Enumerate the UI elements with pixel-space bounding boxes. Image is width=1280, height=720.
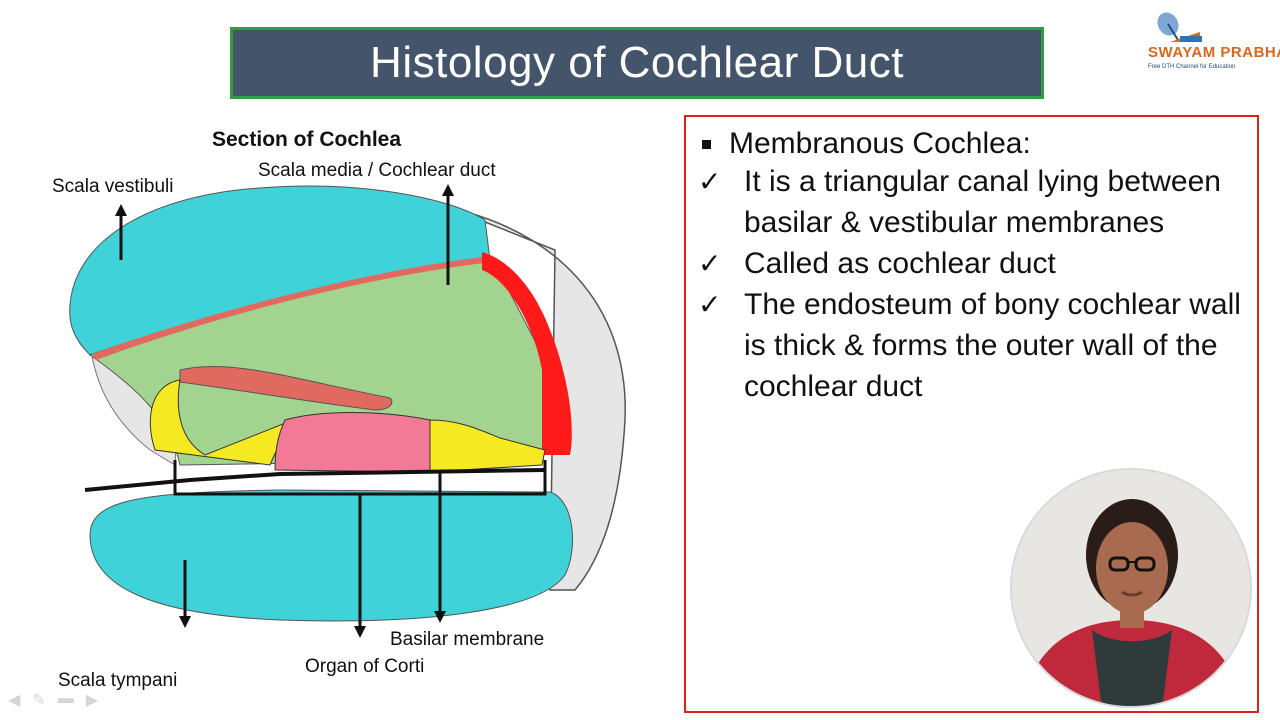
- check-icon: ✓: [698, 166, 722, 197]
- content-point-text: It is a triangular canal lying between b…: [744, 165, 1221, 239]
- pen-icon[interactable]: ✎: [32, 692, 46, 709]
- slide-toolbar: ◀ ✎ ▬ ▶: [8, 690, 138, 712]
- highlighter-icon[interactable]: ▬: [57, 690, 74, 707]
- logo-tagline: Free DTH Channel for Education: [1148, 64, 1236, 70]
- presenter-avatar: [1012, 470, 1250, 706]
- content-heading-row: Membranous Cochlea:: [698, 127, 1247, 161]
- square-bullet-icon: [702, 140, 711, 149]
- check-icon: ✓: [698, 289, 722, 320]
- label-scala-media: Scala media / Cochlear duct: [258, 160, 496, 181]
- content-point-1: ✓ It is a triangular canal lying between…: [698, 161, 1247, 243]
- content-point-text: Called as cochlear duct: [744, 247, 1056, 280]
- content-point-3: ✓ The endosteum of bony cochlear wall is…: [698, 284, 1247, 407]
- cochlea-illustration: [69, 184, 626, 638]
- label-scala-vestibuli: Scala vestibuli: [52, 176, 174, 197]
- satellite-dish-icon: [1157, 12, 1202, 42]
- presenter-video: [1010, 468, 1252, 708]
- logo-brand-text: SWAYAM PRABHA: [1148, 44, 1280, 61]
- check-icon: ✓: [698, 248, 722, 279]
- cochlea-section-diagram: Section of Cochlea Scala media / Cochlea…: [30, 120, 670, 710]
- content-point-2: ✓ Called as cochlear duct: [698, 243, 1247, 284]
- arrow-right-icon[interactable]: ▶: [85, 692, 99, 709]
- content-point-text: The endosteum of bony cochlear wall is t…: [744, 288, 1241, 403]
- swayam-prabha-logo: SWAYAM PRABHA Free DTH Channel for Educa…: [1140, 10, 1280, 72]
- label-organ-of-corti: Organ of Corti: [305, 656, 425, 677]
- arrow-left-icon[interactable]: ◀: [8, 692, 21, 709]
- label-basilar-membrane: Basilar membrane: [390, 629, 545, 650]
- slide-title: Histology of Cochlear Duct: [370, 38, 904, 87]
- content-heading: Membranous Cochlea:: [729, 127, 1031, 160]
- label-scala-tympani: Scala tympani: [58, 670, 178, 691]
- slide-title-bar: Histology of Cochlear Duct: [230, 27, 1044, 99]
- diagram-heading: Section of Cochlea: [212, 128, 402, 151]
- content-panel: Membranous Cochlea: ✓ It is a triangular…: [684, 115, 1259, 713]
